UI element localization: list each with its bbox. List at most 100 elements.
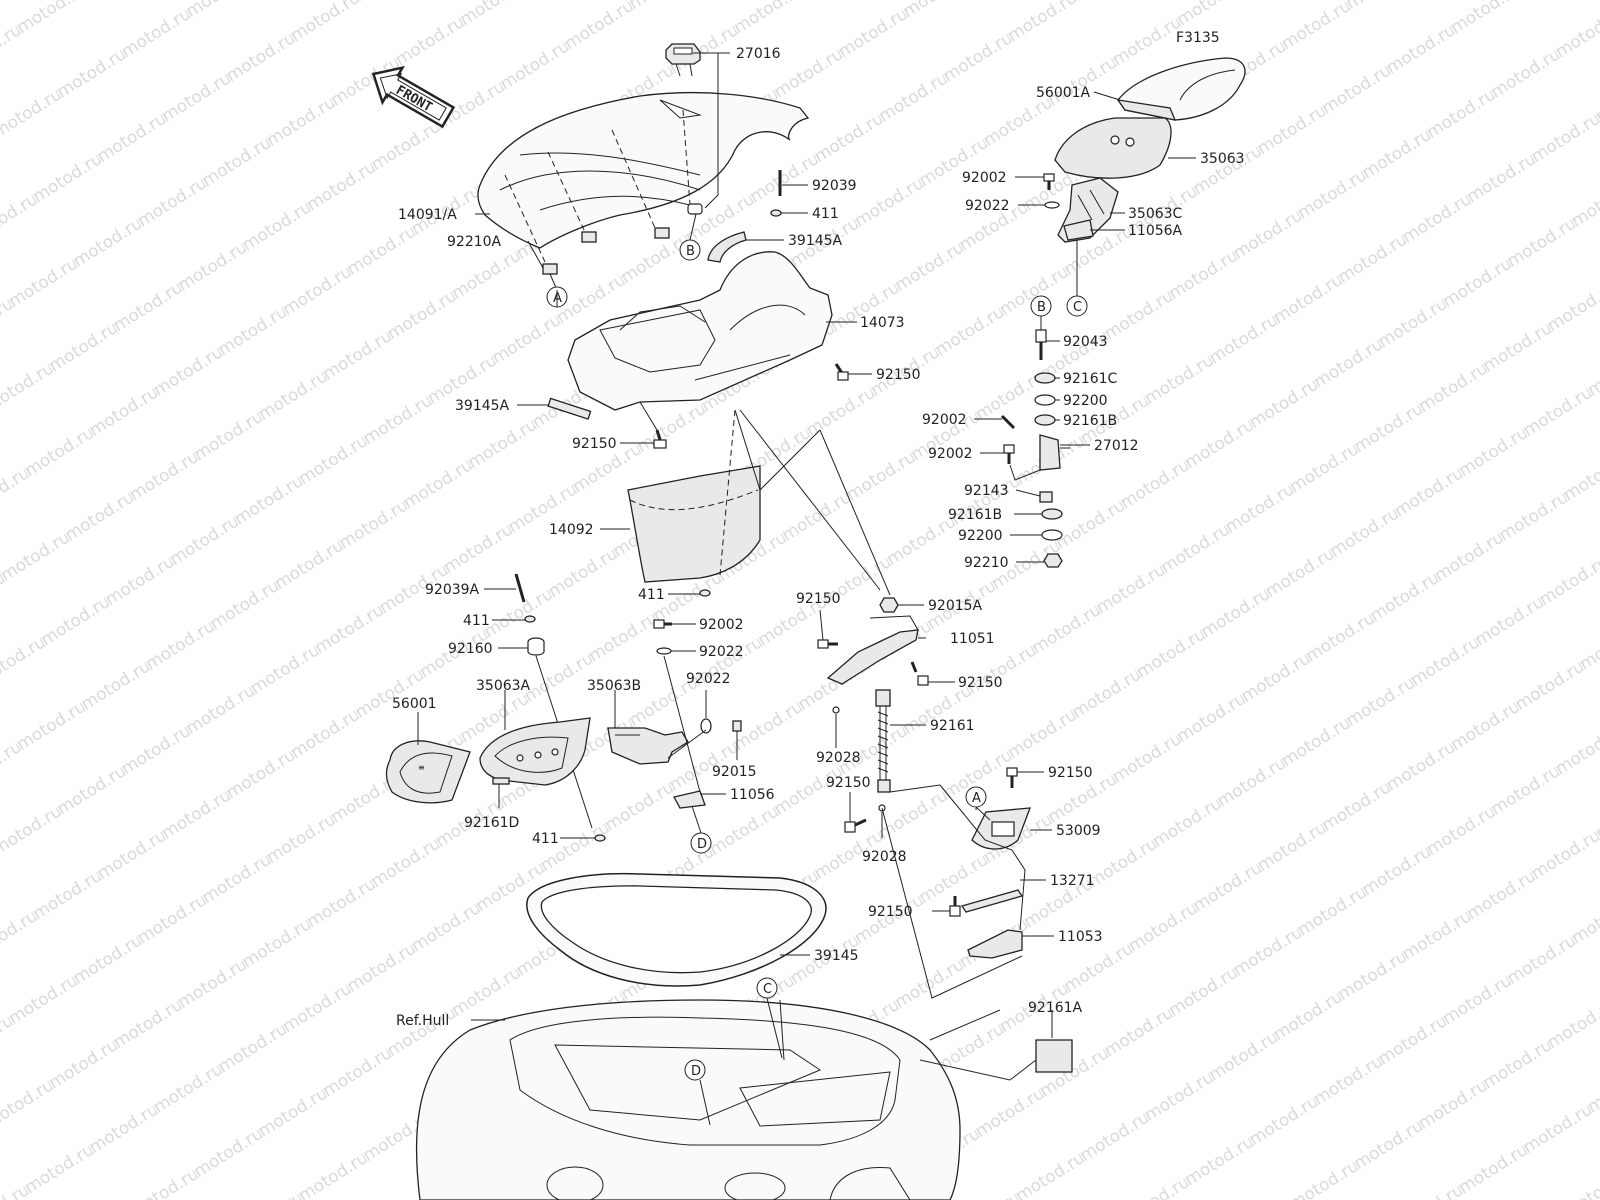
callout-92022: 92022 [686, 671, 731, 687]
box-part-35063a [479, 717, 591, 786]
bolt-part-92002-c [1000, 414, 1016, 430]
ball-part-92028-a [832, 706, 840, 714]
callout-11051: 11051 [950, 631, 995, 647]
callout-92015a: 92015A [928, 598, 983, 614]
nut-part-411-d [594, 834, 606, 842]
stopper-part-92161d [492, 777, 510, 785]
callout-411: 411 [463, 613, 490, 629]
callout-92022: 92022 [965, 198, 1010, 214]
front-arrow: FRONT [371, 65, 456, 129]
svg-text:B: B [686, 244, 695, 259]
callout-14092: 14092 [549, 522, 594, 538]
callout-92161d: 92161D [464, 815, 519, 831]
nut-part-411-b [699, 589, 711, 597]
tray-part-14073 [567, 251, 833, 411]
callout-92039: 92039 [812, 178, 857, 194]
stopper-part-92161b-a [1034, 414, 1056, 426]
seal-part-39145a-b [547, 397, 592, 420]
callout-92161b: 92161B [1063, 413, 1117, 429]
callout-13271: 13271 [1050, 873, 1095, 889]
marker-b: B [1030, 295, 1052, 317]
stopper-part-92161a [1035, 1039, 1073, 1073]
bolt-part-92150-a [834, 363, 849, 381]
svg-text:≡: ≡ [418, 763, 425, 772]
catch-part-27012 [1039, 434, 1070, 471]
diagram-code: F3135 [1176, 30, 1220, 46]
svg-text:D: D [691, 1064, 701, 1079]
lid-part-56001a [1116, 57, 1246, 121]
cap-part-92160 [527, 637, 545, 656]
bolt-part-92002-a [653, 619, 672, 629]
callout-27012: 27012 [1094, 438, 1139, 454]
svg-text:C: C [763, 982, 772, 997]
callout-92161c: 92161C [1063, 371, 1118, 387]
nut-part-92015a [879, 597, 899, 613]
hull-part [415, 999, 961, 1200]
callout-92150: 92150 [868, 904, 913, 920]
nut-part-411-c [524, 615, 536, 623]
washer-part-92200-b [1041, 529, 1063, 541]
callout-411: 411 [638, 587, 665, 603]
bolt-part-92150-d [910, 661, 929, 686]
callout-92002: 92002 [699, 617, 744, 633]
nut-part-411-a [770, 209, 782, 217]
nut-part-92210 [1043, 553, 1063, 568]
marker-a: A [965, 786, 987, 808]
seal-part-39145 [526, 872, 827, 987]
callout-92150: 92150 [826, 775, 871, 791]
box-part-35063 [1054, 117, 1172, 179]
svg-text:B: B [1037, 300, 1046, 315]
callout-92210: 92210 [964, 555, 1009, 571]
washer-part-92022-a [656, 647, 672, 655]
washer-part-92022-c [1044, 201, 1060, 209]
callout-92200: 92200 [1063, 393, 1108, 409]
callout-92002: 92002 [962, 170, 1007, 186]
callout-92161: 92161 [930, 718, 975, 734]
bolt-part-92002-d [1003, 444, 1015, 464]
plate-part-11056a [1063, 219, 1094, 241]
callout-92161a: 92161A [1028, 1000, 1083, 1016]
damper-part-92161 [875, 689, 891, 793]
bracket-part-11051 [826, 629, 919, 685]
marker-d: D [684, 1059, 706, 1081]
marker-c: C [1066, 295, 1088, 317]
callout-92028: 92028 [816, 750, 861, 766]
callout-labels: 27016 14091/A 92039 411 39145A 92210A 14… [392, 46, 1245, 1029]
callout-ref-hull: Ref.Hull [396, 1013, 449, 1029]
clip-part-1 [542, 263, 558, 275]
plate-part-11056 [673, 790, 706, 809]
callout-92028: 92028 [862, 849, 907, 865]
callout-92150: 92150 [958, 675, 1003, 691]
bracket-part-35063b [607, 727, 689, 765]
callout-39145a: 39145A [455, 398, 510, 414]
callout-92143: 92143 [964, 483, 1009, 499]
callout-27016: 27016 [736, 46, 781, 62]
callout-11053: 11053 [1058, 929, 1103, 945]
callout-53009: 53009 [1056, 823, 1101, 839]
nut-part-92015 [732, 720, 742, 732]
clip-part-2 [581, 231, 597, 243]
callout-411: 411 [532, 831, 559, 847]
plate-part-11053 [967, 929, 1023, 959]
stopper-part-92161b-b [1041, 508, 1063, 520]
marker-c: C [756, 977, 778, 999]
marker-d: D [690, 832, 712, 854]
callout-92210a: 92210A [447, 234, 502, 250]
callout-35063a: 35063A [476, 678, 531, 694]
callout-92200: 92200 [958, 528, 1003, 544]
callout-39145a: 39145A [788, 233, 843, 249]
cap-part-27016 [665, 43, 701, 77]
callout-14091a: 14091/A [398, 207, 457, 223]
callout-92039a: 92039A [425, 582, 480, 598]
callout-92002: 92002 [922, 412, 967, 428]
callout-92022: 92022 [699, 644, 744, 660]
callout-14073: 14073 [860, 315, 905, 331]
washer-part-92022-b [700, 718, 712, 734]
callout-39145: 39145 [814, 948, 859, 964]
marker-b: B [679, 239, 701, 261]
callout-35063b: 35063B [587, 678, 641, 694]
lid-part-56001: ≡ [385, 740, 471, 804]
callout-92150: 92150 [876, 367, 921, 383]
